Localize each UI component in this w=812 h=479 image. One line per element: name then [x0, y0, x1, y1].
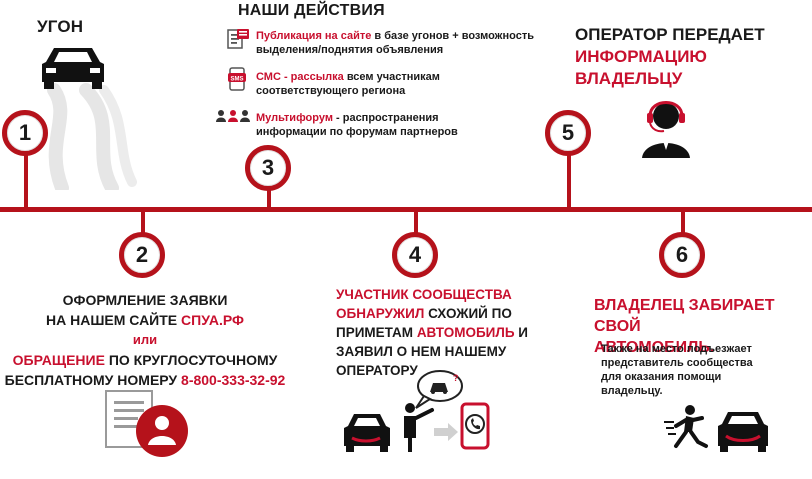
people-icon	[216, 110, 250, 122]
step-2-text: ОФОРМЛЕНИЕ ЗАЯВКИ НА НАШЕМ САЙТЕ СПУА.РФ…	[0, 290, 290, 390]
step-3-item-1-red: Публикация на сайте	[256, 30, 372, 42]
step-6-heading: ВЛАДЕЛЕЦ ЗАБИРАЕТ СВОЙ АВТОМОБИЛЬ.	[594, 295, 812, 358]
step-1-stem	[24, 150, 28, 210]
step-2-line-4: ОБРАЩЕНИЕ ПО КРУГЛОСУТОЧНОМУ	[0, 350, 290, 370]
application-form-icon	[105, 390, 188, 457]
step-4-line-1: УЧАСТНИК СООБЩЕСТВА	[336, 287, 512, 302]
step-3-title: НАШИ ДЕЙСТВИЯ	[238, 2, 385, 19]
step-6-desc-4: владельцу.	[601, 385, 663, 397]
step-6-line-1: ВЛАДЕЛЕЦ ЗАБИРАЕТ СВОЙ	[594, 297, 775, 335]
operator-headset-icon	[642, 101, 690, 158]
step-1-circle: 1	[2, 110, 48, 156]
step-5-text: ОПЕРАТОР ПЕРЕДАЕТ ИНФОРМАЦИЮ ВЛАДЕЛЬЦУ	[575, 24, 805, 90]
step-2-line-5: БЕСПЛАТНОМУ НОМЕРУ 8-800-333-32-92	[0, 370, 290, 390]
step-2-number: 2	[135, 242, 149, 267]
step-4-line-5: ОПЕРАТОРУ	[336, 363, 418, 378]
step-4-line-2: ОБНАРУЖИЛ СХОЖИЙ ПО	[336, 304, 536, 323]
step-6-line-2: АВТОМОБИЛЬ.	[594, 339, 715, 356]
step-2-line-5a: БЕСПЛАТНОМУ НОМЕРУ	[4, 372, 182, 388]
step-4-text: УЧАСТНИК СООБЩЕСТВА ОБНАРУЖИЛ СХОЖИЙ ПО …	[336, 285, 536, 380]
step-6-description: Также на место подъезжает представитель …	[601, 342, 801, 398]
step-2-line-2: НА НАШЕМ САЙТЕ СПУА.РФ	[0, 310, 290, 330]
step-5-stem	[567, 150, 571, 210]
step-3-item-2-red: СМС - рассылка	[256, 71, 344, 83]
phone-number[interactable]: 8-800-333-32-92	[181, 372, 286, 388]
step-2-circle: 2	[119, 232, 165, 278]
step-3-item-2-rest2: соответствующего региона	[256, 85, 406, 97]
step-4-circle: 4	[392, 232, 438, 278]
step-3-item-1: Публикация на сайте в базе угонов + возм…	[256, 29, 556, 57]
svg-text:?: ?	[453, 373, 459, 383]
step-1-number: 1	[18, 120, 32, 145]
step-3-number: 3	[261, 155, 275, 180]
publication-icon	[227, 29, 249, 49]
step-4-stem	[414, 210, 418, 236]
witness-report-icon: ?	[344, 370, 490, 452]
step-3-item-2: СМС - рассылка всем участникам соответст…	[256, 70, 556, 98]
step-2-line-2a: НА НАШЕМ САЙТЕ	[46, 312, 182, 328]
step-4-line-3: ПРИМЕТАМ АВТОМОБИЛЬ И	[336, 323, 536, 342]
sms-icon: SMS	[228, 67, 246, 91]
timeline-line	[0, 207, 812, 212]
step-4-line-3c: И	[514, 325, 529, 340]
step-2-or: или	[132, 332, 158, 347]
step-5-number: 5	[561, 120, 575, 145]
step-3-stem	[267, 184, 271, 210]
step-3-item-1-rest1: в базе угонов + возможность	[371, 30, 534, 42]
step-4-line-2b: СХОЖИЙ ПО	[424, 306, 512, 321]
step-4-line-2a: ОБНАРУЖИЛ	[336, 306, 425, 321]
step-5-line-3: ВЛАДЕЛЬЦУ	[575, 69, 683, 88]
step-4-line-3a: ПРИМЕТАМ	[336, 325, 417, 340]
step-3-circle: 3	[245, 145, 291, 191]
step-3-item-3-red: Мультифорум	[256, 112, 333, 124]
step-5-circle: 5	[545, 110, 591, 156]
step-6-stem	[681, 210, 685, 236]
step-6-desc-2: представитель сообщества	[601, 357, 753, 369]
step-4-number: 4	[408, 242, 422, 267]
step-2-line-4a: ОБРАЩЕНИЕ	[12, 352, 105, 368]
site-link[interactable]: СПУА.РФ	[181, 312, 244, 328]
step-3-item-3-rest1: - распространения	[332, 112, 439, 124]
step-6-circle: 6	[659, 232, 705, 278]
step-6-desc-3: для оказания помощи	[601, 371, 722, 383]
step-1-title: УГОН	[37, 17, 84, 36]
step-3-item-1-rest2: выделения/поднятия объявления	[256, 44, 444, 56]
step-5-line-1: ОПЕРАТОР ПЕРЕДАЕТ	[575, 25, 765, 44]
owner-running-to-car-icon	[664, 405, 768, 452]
step-2-line-4b: ПО КРУГЛОСУТОЧНОМУ	[104, 352, 278, 368]
step-5-line-2: ИНФОРМАЦИЮ	[575, 47, 707, 66]
step-2-stem	[141, 210, 145, 236]
stolen-car-icon	[42, 48, 137, 190]
step-3-item-2-rest1: всем участникам	[343, 71, 440, 83]
step-2-line-1: ОФОРМЛЕНИЕ ЗАЯВКИ	[62, 292, 228, 308]
step-3-item-3-rest2: информации по форумам партнеров	[256, 126, 458, 138]
step-4-line-3b: АВТОМОБИЛЬ	[416, 325, 515, 340]
step-6-number: 6	[675, 242, 689, 267]
step-4-line-4: ЗАЯВИЛ О НЕМ НАШЕМУ	[336, 344, 507, 359]
svg-text:SMS: SMS	[230, 77, 243, 83]
step-6-desc-1: Также на место подъезжает	[601, 343, 752, 355]
step-3-item-3: Мультифорум - распространения информации…	[256, 111, 556, 139]
